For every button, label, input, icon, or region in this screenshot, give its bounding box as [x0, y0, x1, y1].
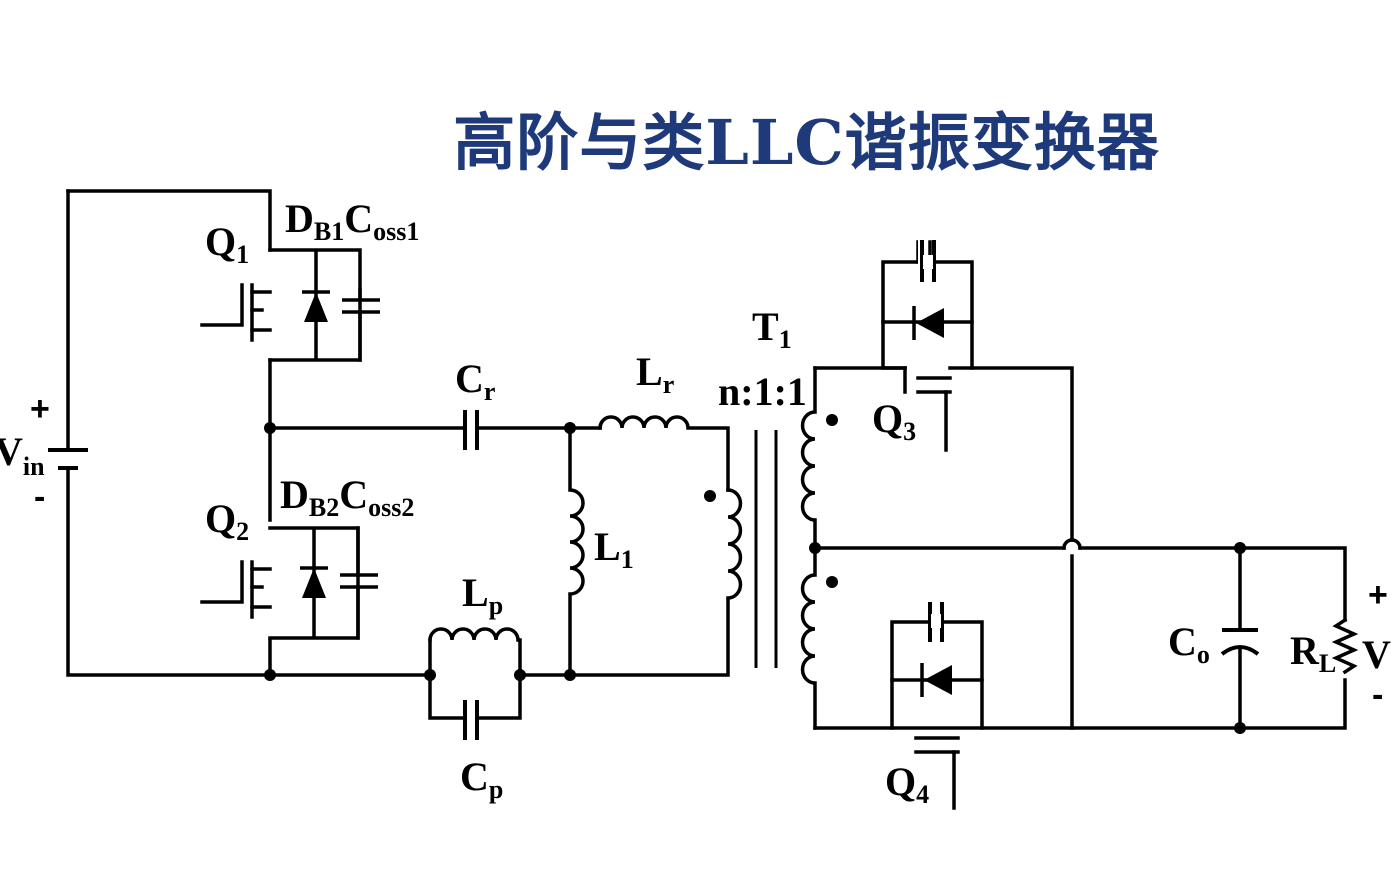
- lr-label: Lr: [636, 349, 674, 399]
- q3-label: Q3: [872, 396, 916, 446]
- vo-plus: +: [1368, 576, 1388, 614]
- coss1-capacitor: [342, 298, 380, 314]
- rl-label: RL: [1290, 628, 1336, 678]
- co-label: Co: [1168, 619, 1210, 669]
- vo-label: V: [1362, 632, 1391, 677]
- t1-secondary-upper: [800, 366, 817, 550]
- lp-cp-tank-wires: [428, 598, 730, 720]
- q1-mosfet: [200, 248, 362, 362]
- vin-battery: [48, 448, 88, 470]
- t1-label: T1: [752, 304, 792, 354]
- cp-label: Cp: [460, 754, 503, 804]
- vin-label: Vin: [0, 429, 45, 481]
- primary-dot: [704, 490, 716, 502]
- q4-label: Q4: [885, 759, 929, 809]
- coss2-capacitor: [340, 573, 378, 589]
- t1-primary-winding: [726, 488, 743, 600]
- secondary-dot-lower: [826, 576, 838, 588]
- q2-body-diode: [302, 568, 326, 598]
- q4-mosfet: [890, 620, 984, 810]
- vo-minus: -: [1372, 676, 1383, 714]
- cp-capacitor: [463, 700, 479, 740]
- lp-label: Lp: [462, 570, 503, 620]
- l1-label: L1: [594, 524, 634, 574]
- q1-body-diode: [304, 292, 328, 322]
- db2-coss2-label: DB2Coss2: [280, 472, 414, 522]
- vin-plus: +: [30, 390, 50, 428]
- t1-secondary-lower: [800, 546, 817, 730]
- turns-ratio: n:1:1: [718, 369, 807, 414]
- cr-label: Cr: [455, 356, 495, 406]
- cr-capacitor: [463, 410, 479, 450]
- diagram-title: 高阶与类LLC谐振变换器: [453, 106, 1160, 179]
- q2-mosfet: [200, 526, 360, 640]
- q3-mosfet: [881, 240, 974, 452]
- db1-coss1-label: DB1Coss1: [285, 196, 419, 246]
- q1-label: Q1: [205, 219, 249, 269]
- junction-dots: [264, 422, 1246, 734]
- l1-inductor: [568, 426, 585, 677]
- q4-body-diode: [924, 665, 952, 695]
- lr-inductor: [598, 415, 730, 492]
- secondary-dot-upper: [826, 414, 838, 426]
- lp-inductor: [428, 627, 520, 642]
- co-capacitor: [1220, 628, 1260, 656]
- rl-resistor: [1331, 617, 1359, 675]
- q3-cap: [920, 240, 936, 282]
- t1-core: [754, 430, 778, 668]
- vin-minus: -: [34, 478, 45, 516]
- q3-body-diode: [916, 308, 944, 338]
- secondary-wires: [813, 366, 1347, 730]
- q4-cap: [928, 602, 944, 642]
- input-loop-wires: [66, 189, 602, 677]
- q2-label: Q2: [205, 496, 249, 546]
